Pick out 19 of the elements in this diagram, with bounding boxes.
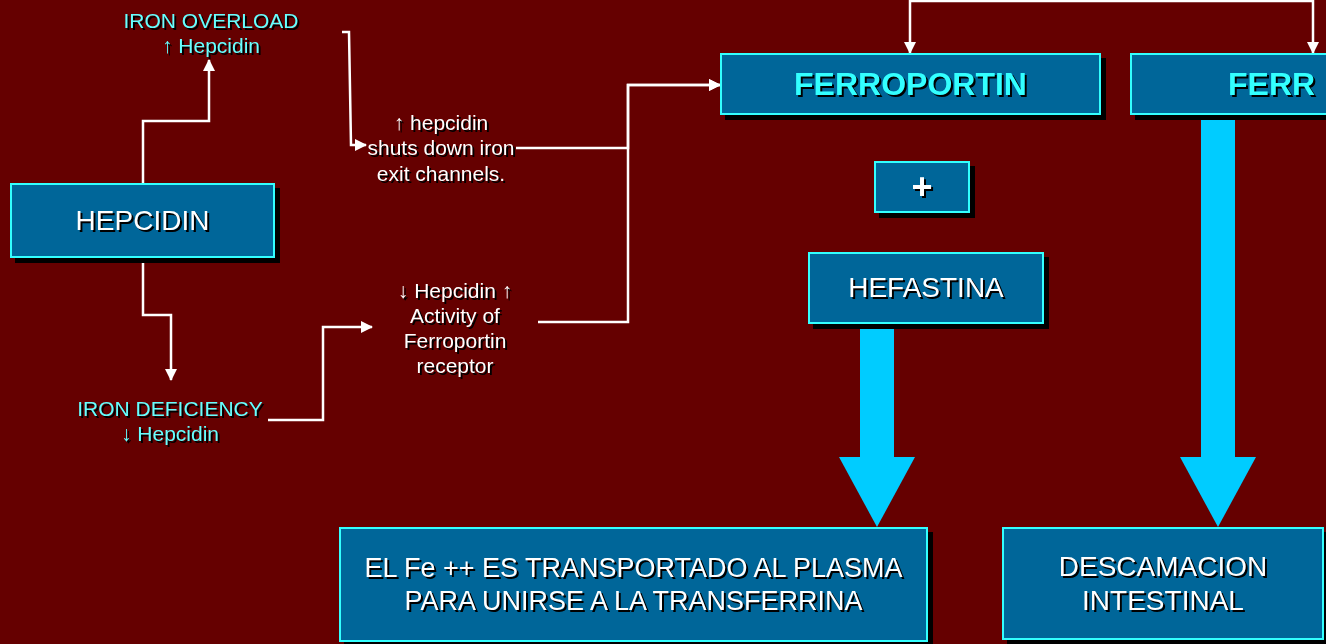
arrow: [1015, 0, 1319, 54]
condition-label: IRON OVERLOAD: [123, 7, 299, 33]
box-label: HEPCIDIN: [75, 203, 210, 238]
arrow: [342, 30, 367, 151]
box-label: FERROPORTIN: [794, 64, 1027, 104]
condition-label: ↑ Hepcidin: [161, 33, 261, 59]
condition-label: ↓ Hepcidin: [120, 421, 220, 447]
box-label: EL Fe ++ ES TRANSPORTADO AL PLASMA PARA UNIRSE A LA TRANSFERRINA: [363, 552, 904, 617]
arrow: [904, 0, 1015, 54]
box-label: FERR: [1228, 64, 1316, 104]
box-label: HEFASTINA: [848, 271, 1004, 305]
box-label: DESCAMACION INTESTINAL: [1057, 549, 1269, 618]
arrow: [268, 321, 373, 422]
effect-label: ↓ Hepcidin ↑ Activity of Ferroportin receptor: [396, 277, 514, 379]
box-label: +: [911, 165, 933, 209]
arrow: [538, 79, 721, 324]
effect-label: ↑ hepcidin shuts down iron exit channels.: [366, 110, 516, 186]
arrow: [141, 59, 215, 183]
condition-label: IRON DEFICIENCY: [77, 395, 263, 421]
